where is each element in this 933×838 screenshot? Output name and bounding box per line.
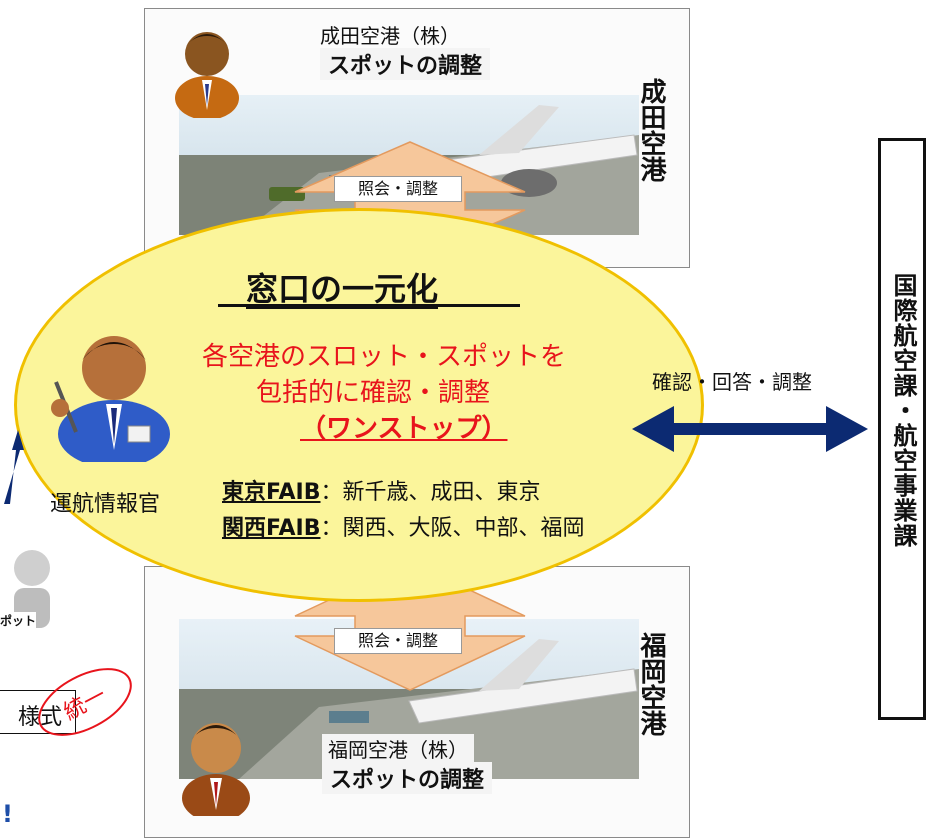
center-line-2: 包括的に確認・調整 xyxy=(256,378,491,408)
central-title: 窓口の一元化 xyxy=(246,270,439,308)
narita-role-label: スポットの調整 xyxy=(320,48,491,80)
horizontal-double-arrow xyxy=(630,404,870,458)
tokyo-faib-airports: ：新千歳、成田、東京 xyxy=(320,480,541,505)
unified-stamp: 統一 xyxy=(30,664,140,744)
center-line-1: 各空港のスロット・スポットを xyxy=(202,342,567,372)
bureau-box: 国際航空課・航空事業課 xyxy=(878,138,926,720)
left-spot-fragment: ポット xyxy=(0,612,37,629)
left-edge-arrow-fragment xyxy=(0,426,24,510)
fukuoka-company-label: 福岡空港（株） xyxy=(322,734,474,763)
kansai-faib-airports: ：関西、大阪、中部、福岡 xyxy=(320,516,585,541)
narita-airport-vertical: 成田空港 xyxy=(636,78,666,182)
right-arrow-label: 確認・回答・調整 xyxy=(652,370,812,394)
top-arrow-label: 照会・調整 xyxy=(334,176,462,202)
narita-company-label: 成田空港（株） xyxy=(320,24,460,48)
flight-officer-avatar xyxy=(46,322,176,468)
tokyo-faib-name: 東京FAIB xyxy=(222,480,321,505)
title-underline xyxy=(218,304,520,307)
officer-label: 運航情報官 xyxy=(50,492,161,517)
airport-staff-avatar xyxy=(178,706,254,822)
left-exclaim-fragment: ! xyxy=(2,800,13,828)
fukuoka-role-label: スポットの調整 xyxy=(322,762,493,794)
airport-staff-avatar xyxy=(172,18,242,122)
fukuoka-airport-vertical: 福岡空港 xyxy=(636,632,666,736)
kansai-faib-name: 関西FAIB xyxy=(222,516,321,541)
form-box-fragment: 様式 xyxy=(0,690,76,734)
center-line-3: （ワンストップ） xyxy=(300,414,508,444)
bureau-vertical-label: 国際航空課・航空事業課 xyxy=(889,273,917,548)
kansai-faib-row: 関西FAIB：関西、大阪、中部、福岡 xyxy=(222,510,585,542)
bottom-arrow-label: 照会・調整 xyxy=(334,628,462,654)
tokyo-faib-row: 東京FAIB：新千歳、成田、東京 xyxy=(222,474,541,506)
